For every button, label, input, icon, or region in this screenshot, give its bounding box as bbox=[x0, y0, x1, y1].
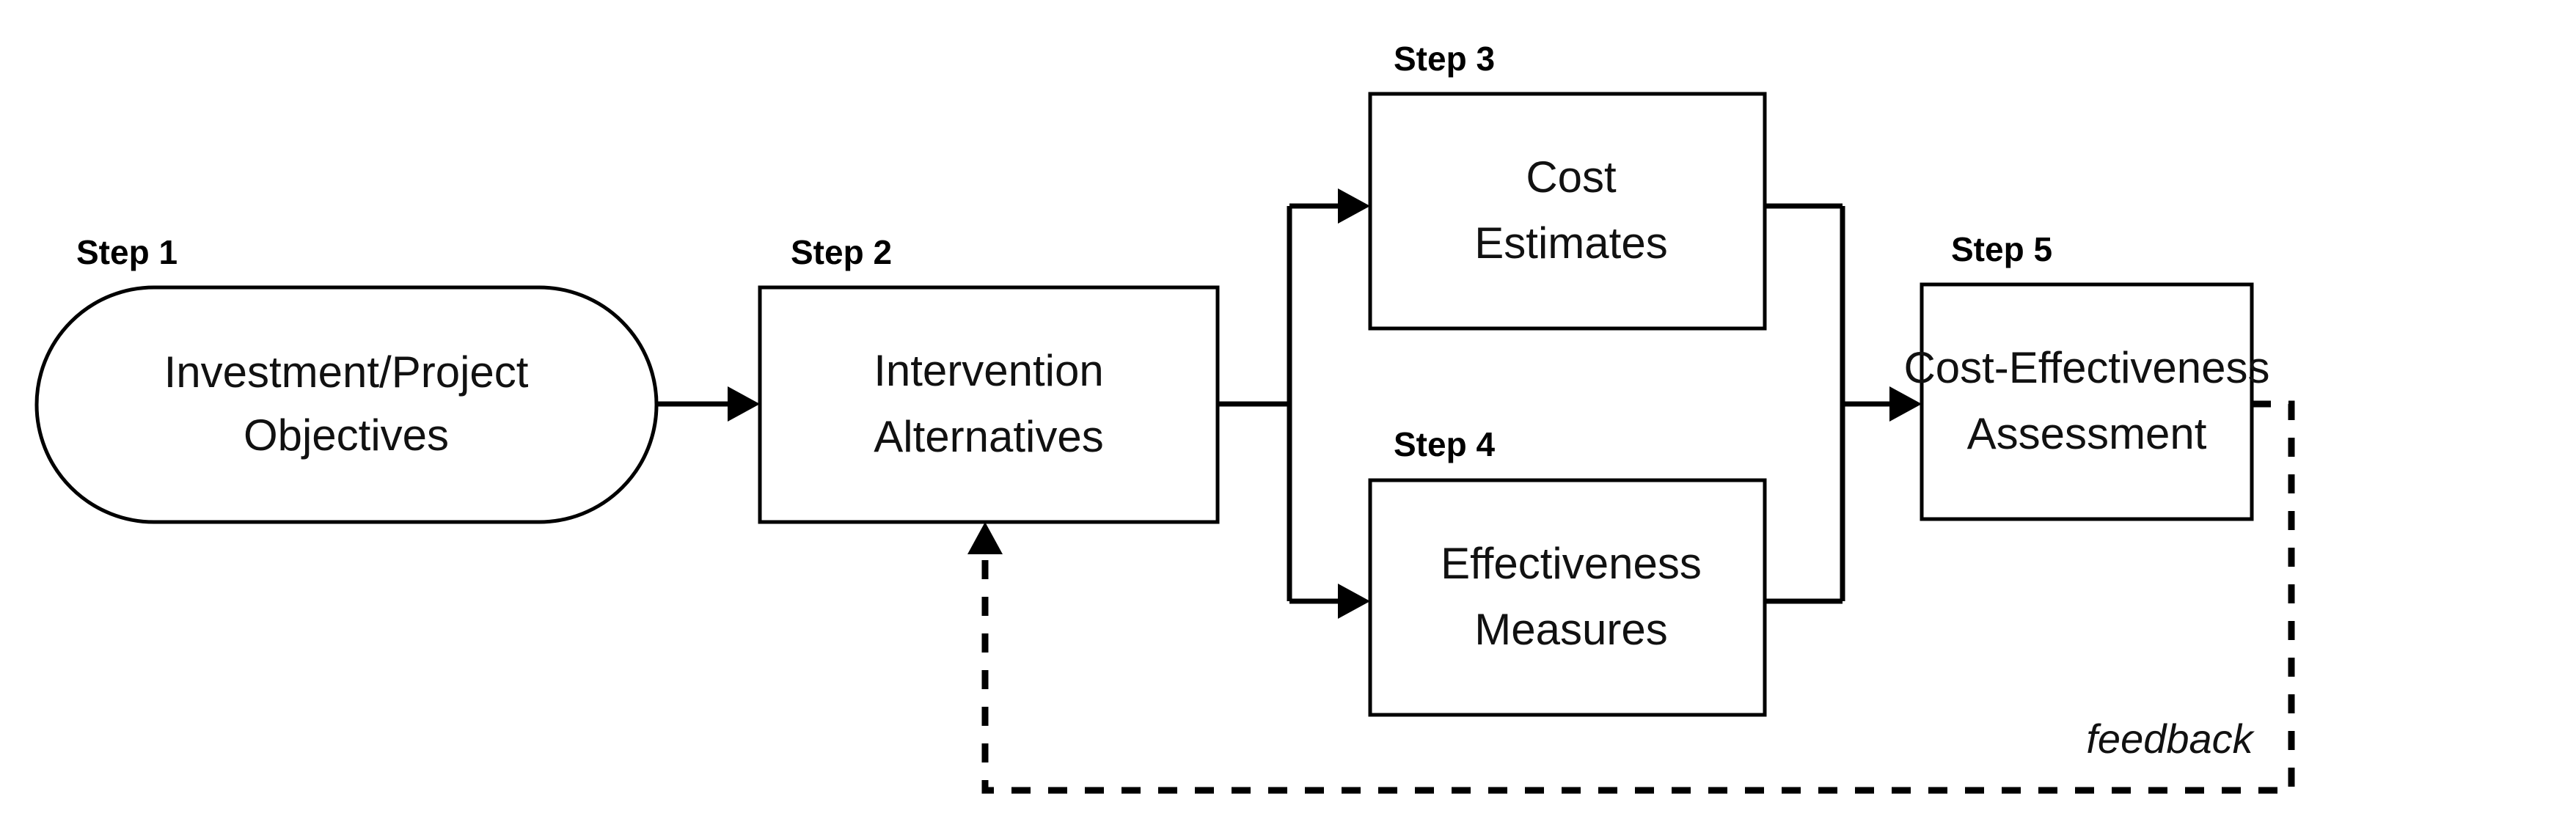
node-step1[interactable]: Investment/Project Objectives bbox=[34, 285, 659, 524]
step5-label-line1: Cost-Effectiveness bbox=[1903, 343, 2269, 392]
node-step5[interactable]: Cost-Effectiveness Assessment bbox=[1903, 282, 2270, 521]
node-step4[interactable]: Effectiveness Measures bbox=[1368, 478, 1767, 717]
node-step3[interactable]: Cost Estimates bbox=[1368, 92, 1767, 331]
step4-label-line2: Measures bbox=[1474, 605, 1667, 654]
step1-shape[interactable] bbox=[34, 285, 659, 524]
step4-shape[interactable] bbox=[1368, 478, 1767, 717]
step2-shape[interactable] bbox=[758, 285, 1220, 524]
step2-step-caption: Step 2 bbox=[791, 233, 892, 271]
node-step2[interactable]: Intervention Alternatives bbox=[758, 285, 1220, 524]
step4-label-line1: Effectiveness bbox=[1441, 539, 1702, 588]
step1-label-line1: Investment/Project bbox=[164, 348, 529, 397]
edge-merge-to-step5 bbox=[1765, 203, 1922, 604]
step3-step-caption: Step 3 bbox=[1394, 40, 1495, 78]
step3-label-line2: Estimates bbox=[1474, 218, 1667, 268]
feedback-edge-label: feedback bbox=[2086, 716, 2255, 762]
edge-step2-split bbox=[1218, 188, 1370, 619]
edge-feedback-loop bbox=[967, 400, 2295, 794]
step5-step-caption: Step 5 bbox=[1951, 230, 2052, 268]
step1-label-line2: Objectives bbox=[244, 411, 449, 460]
edge-step1-to-step2 bbox=[655, 386, 760, 422]
step5-label-line2: Assessment bbox=[1967, 409, 2207, 458]
step5-shape[interactable] bbox=[1920, 282, 2254, 521]
step3-shape[interactable] bbox=[1368, 92, 1767, 331]
step3-label-line1: Cost bbox=[1526, 152, 1617, 202]
step4-step-caption: Step 4 bbox=[1394, 425, 1495, 463]
step2-label-line2: Alternatives bbox=[874, 412, 1103, 461]
step1-step-caption: Step 1 bbox=[76, 233, 178, 271]
step2-label-line1: Intervention bbox=[874, 346, 1104, 395]
